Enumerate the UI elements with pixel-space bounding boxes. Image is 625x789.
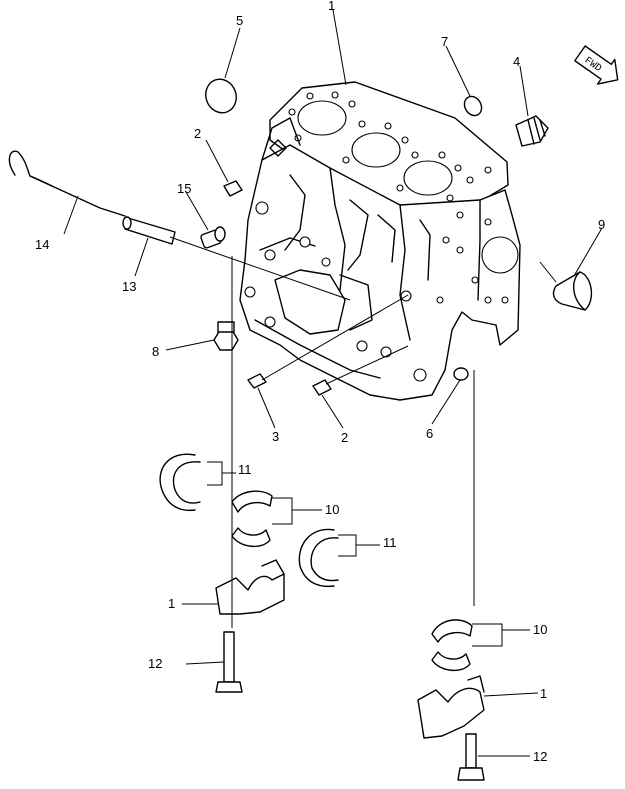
cylinder-block <box>239 117 521 401</box>
bolt-part-12-left <box>215 631 243 693</box>
thrust-washer-part-11-upper <box>159 453 201 512</box>
main-bearing-cap-part-1-left <box>215 559 285 615</box>
callout-10-right: 10 <box>533 622 547 637</box>
callout-labels: 1 5 7 4 2 15 9 14 13 8 3 2 6 11 10 11 1 … <box>35 0 605 764</box>
callout-15: 15 <box>177 181 191 196</box>
dipstick-part-14 <box>8 150 126 217</box>
callout-11-lower: 11 <box>383 535 397 550</box>
seal-part-9 <box>552 271 593 311</box>
callout-11-upper: 11 <box>238 462 252 477</box>
plug-part-7 <box>463 95 483 117</box>
o-ring-part-5 <box>205 78 237 114</box>
callout-3: 3 <box>272 429 279 444</box>
bolt-part-12-right <box>457 733 485 781</box>
callout-12-right: 12 <box>533 749 547 764</box>
callout-13: 13 <box>122 279 136 294</box>
plug-part-2-upper <box>223 180 243 197</box>
callout-5: 5 <box>236 13 243 28</box>
plug-part-4 <box>515 115 549 147</box>
callout-9: 9 <box>598 217 605 232</box>
callout-6: 6 <box>426 426 433 441</box>
callout-10-left: 10 <box>325 502 339 517</box>
leader-lines <box>63 9 603 757</box>
bearing-part-10-left <box>231 490 273 547</box>
callout-7: 7 <box>441 34 448 49</box>
drain-plug-part-8 <box>213 321 239 351</box>
bearing-part-10-right <box>431 619 473 671</box>
pipe-part-13 <box>122 216 176 245</box>
plug-part-2-lower <box>312 379 332 396</box>
callout-1-right: 1 <box>540 686 547 701</box>
callout-1-left: 1 <box>168 596 175 611</box>
callout-14: 14 <box>35 237 49 252</box>
callout-1-top: 1 <box>328 0 335 13</box>
thrust-washer-part-11-lower <box>298 528 339 588</box>
callout-2-lower: 2 <box>341 430 348 445</box>
callout-12-left: 12 <box>148 656 162 671</box>
fwd-direction-arrow-icon: FWD <box>574 45 619 85</box>
plug-part-3 <box>247 373 267 389</box>
callout-4: 4 <box>513 54 520 69</box>
plug-part-6 <box>453 367 469 381</box>
callout-8: 8 <box>152 344 159 359</box>
plug-part-15 <box>200 226 226 249</box>
callout-2-upper: 2 <box>194 126 201 141</box>
head-gasket <box>269 81 509 211</box>
main-bearing-cap-part-1-right <box>417 675 485 739</box>
